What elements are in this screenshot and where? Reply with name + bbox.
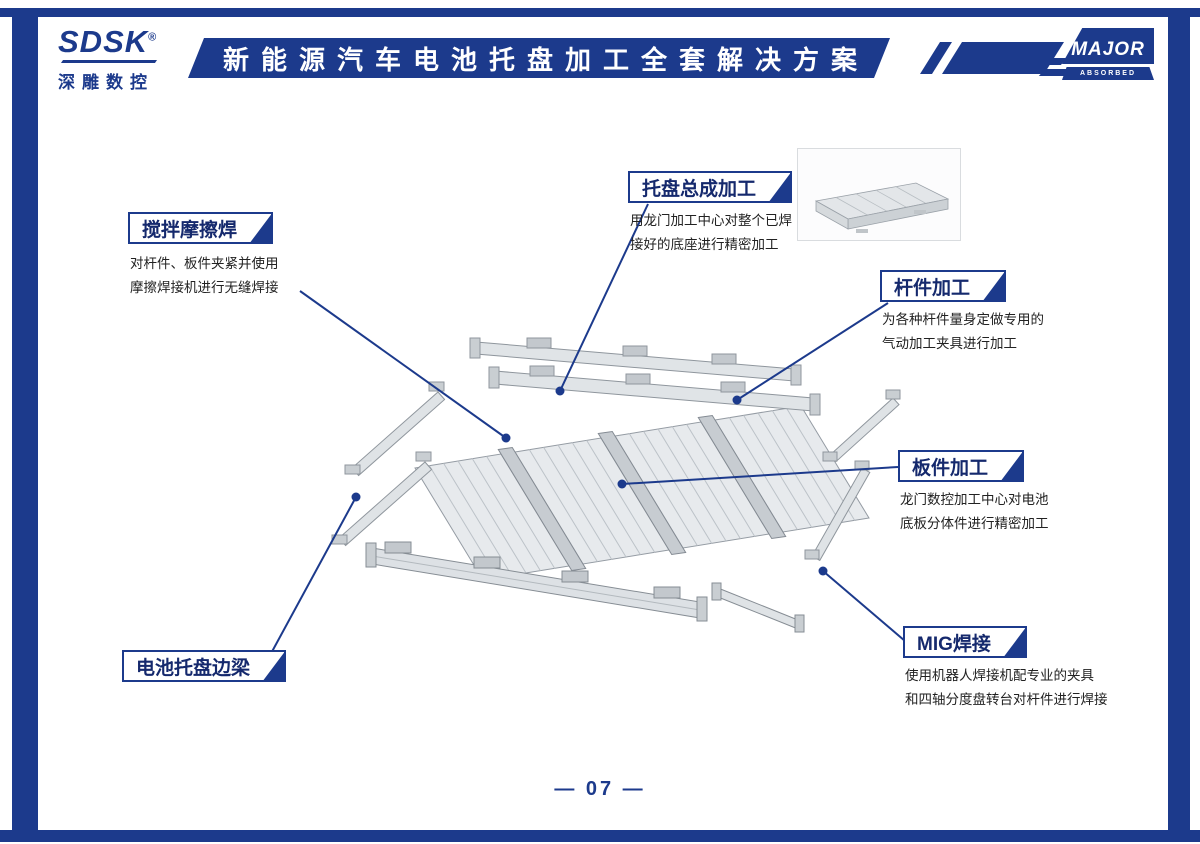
callout-title-side-beam: 电池托盘边梁 <box>122 650 287 682</box>
connector-lines <box>267 203 906 660</box>
partner-logo-main: MAJOR <box>1062 28 1154 64</box>
desc-line: 接好的底座进行精密加工 <box>630 236 779 252</box>
frame-bar-top <box>0 8 1200 17</box>
page-title: 新能源汽车电池托盘加工全套解决方案 <box>222 44 869 75</box>
desc-line: 用龙门加工中心对整个已焊 <box>630 213 792 228</box>
frame-bar-left <box>12 8 38 842</box>
partner-logo: MAJOR ABSORBED <box>1062 28 1154 80</box>
brand-logo: SDSK® 深雕数控 <box>58 26 158 93</box>
brand-name-text: SDSK <box>58 24 149 59</box>
callout-title-tray-assembly: 托盘总成加工 <box>628 171 793 203</box>
callout-title-plate-machining: 板件加工 <box>898 450 1025 482</box>
callout-title-friction-stir-welding: 搅拌摩擦焊 <box>128 212 274 244</box>
desc-line: 摩擦焊接机进行无缝焊接 <box>130 279 279 295</box>
top-rails <box>469 337 821 416</box>
frame-bar-right <box>1168 8 1190 842</box>
callout-desc-mig-welding: 使用机器人焊接机配专业的夹具 和四轴分度盘转台对杆件进行焊接 <box>905 664 1108 711</box>
callout-desc-plate-machining: 龙门数控加工中心对电池 底板分体件进行精密加工 <box>900 488 1049 535</box>
callout-desc-bar-machining: 为各种杆件量身定做专用的 气动加工夹具进行加工 <box>882 308 1044 355</box>
desc-line: 使用机器人焊接机配专业的夹具 <box>905 668 1094 683</box>
registered-mark: ® <box>148 31 158 44</box>
brand-subname: 深雕数控 <box>58 73 154 92</box>
brand-underline <box>60 60 158 63</box>
callout-title-text: 板件加工 <box>912 457 989 479</box>
callout-title-text: 托盘总成加工 <box>642 178 757 200</box>
desc-line: 为各种杆件量身定做专用的 <box>882 312 1044 327</box>
connector-dots <box>351 386 828 576</box>
callout-desc-friction-stir-welding: 对杆件、板件夹紧并使用 摩擦焊接机进行无缝焊接 <box>130 252 279 299</box>
callout-title-text: 电池托盘边梁 <box>136 657 251 679</box>
partner-logo-sub: ABSORBED <box>1062 67 1154 80</box>
page-number: — 07 — <box>554 778 646 800</box>
title-banner: 新能源汽车电池托盘加工全套解决方案 <box>188 38 890 78</box>
callout-title-mig-welding: MIG焊接 <box>903 626 1027 658</box>
frame-bar-bottom <box>0 830 1200 842</box>
callout-title-bar-machining: 杆件加工 <box>880 270 1007 302</box>
partner-name: MAJOR <box>1071 39 1145 60</box>
callout-title-text: 搅拌摩擦焊 <box>142 219 238 241</box>
left-side-beams <box>331 381 446 547</box>
desc-line: 气动加工夹具进行加工 <box>882 335 1017 351</box>
desc-line: 和四轴分度盘转台对杆件进行焊接 <box>905 691 1108 707</box>
tray-thumbnail-drawing <box>814 182 950 233</box>
partner-tagline: ABSORBED <box>1079 70 1137 77</box>
brand-name: SDSK® <box>58 26 157 57</box>
desc-line: 龙门数控加工中心对电池 <box>900 492 1049 507</box>
callout-desc-tray-assembly: 用龙门加工中心对整个已焊 接好的底座进行精密加工 <box>630 209 792 256</box>
callout-title-text: MIG焊接 <box>917 633 991 655</box>
desc-line: 底板分体件进行精密加工 <box>900 515 1049 531</box>
tray-assembly-thumbnail <box>797 148 961 241</box>
right-side-beams <box>804 389 901 562</box>
desc-line: 对杆件、板件夹紧并使用 <box>130 256 279 271</box>
bottom-beams <box>365 541 805 633</box>
callout-title-text: 杆件加工 <box>894 277 971 299</box>
